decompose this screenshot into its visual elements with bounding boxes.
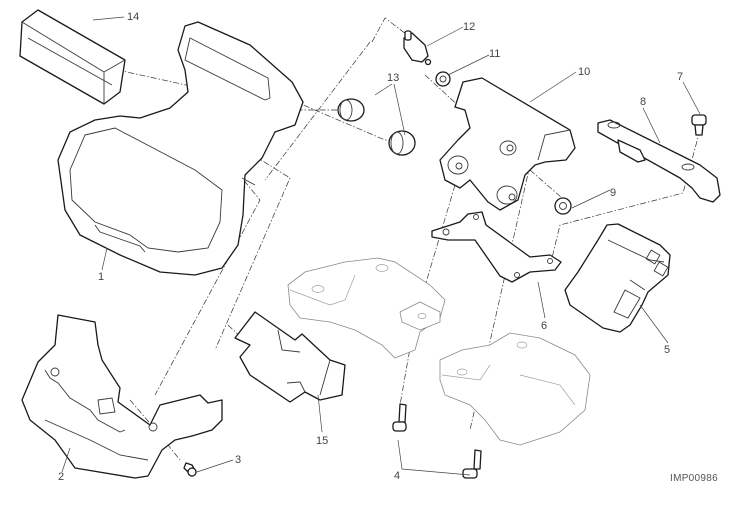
part-2-lower-bracket xyxy=(21,314,223,479)
part-8-plate xyxy=(597,119,721,203)
callout-8: 8 xyxy=(640,96,646,108)
part-1-instrument-cover xyxy=(57,21,304,276)
part-10-mounting-bracket xyxy=(439,77,576,211)
callout-12: 12 xyxy=(463,21,475,33)
part-9-nut xyxy=(554,197,572,215)
ghost-handlebar-clamp-right xyxy=(439,332,591,446)
callout-9: 9 xyxy=(610,187,616,199)
callout-7: 7 xyxy=(677,71,683,83)
callout-5: 5 xyxy=(664,344,670,356)
callout-11: 11 xyxy=(489,48,500,60)
callout-14: 14 xyxy=(127,11,139,23)
diagram-reference-code: IMP00986 xyxy=(670,473,718,484)
callout-13: 13 xyxy=(387,72,399,84)
ghost-handlebar-clamp-left xyxy=(287,257,446,359)
part-12-stud xyxy=(403,30,432,66)
callout-1: 1 xyxy=(98,271,104,283)
part-14-foam-pad xyxy=(19,9,126,105)
part-5-block xyxy=(564,223,671,333)
callout-2: 2 xyxy=(58,471,64,483)
callout-numbers: 14 1 2 3 4 5 6 7 8 9 10 11 12 13 15 xyxy=(58,11,683,483)
part-7-screw xyxy=(691,114,707,136)
callout-15: 15 xyxy=(316,435,328,447)
callout-3: 3 xyxy=(235,454,241,466)
callout-10: 10 xyxy=(578,66,590,78)
part-4-screws xyxy=(392,403,482,479)
leader-lines xyxy=(61,16,701,476)
callout-6: 6 xyxy=(541,320,547,332)
part-3-screw xyxy=(183,462,197,477)
part-6-bracket-plate xyxy=(431,211,562,283)
part-13-grommets xyxy=(337,98,416,156)
part-15-spacer xyxy=(234,311,346,403)
callout-4: 4 xyxy=(394,470,400,482)
part-11-serrated-washer xyxy=(435,71,451,87)
